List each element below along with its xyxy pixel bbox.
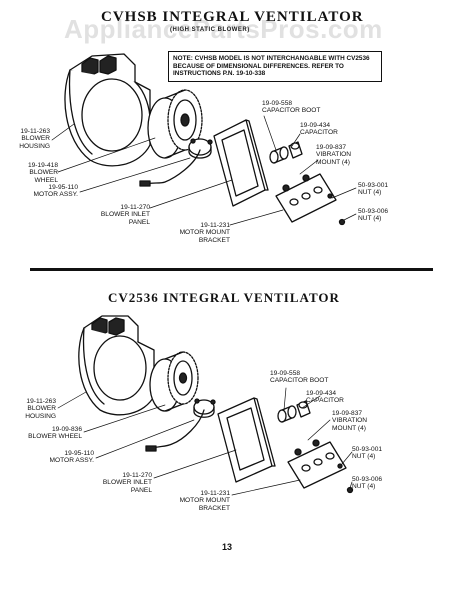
bottom-blower-housing-drawing (78, 315, 155, 416)
bottom-label-inlet-panel: 19-11-270 BLOWER INLET PANEL (102, 472, 152, 494)
bottom-label-vibration-mount: 19-09-837 VIBRATION MOUNT (4) (332, 410, 368, 432)
page-number: 13 (222, 542, 233, 552)
watermark: AppliancePartsPros.com (64, 14, 383, 44)
bottom-label-blower-wheel: 19-09-836 BLOWER WHEEL (28, 426, 82, 441)
top-inlet-panel-drawing (213, 119, 269, 207)
bottom-motor-bracket-drawing (287, 439, 354, 494)
top-label-capacitor-boot: 19-09-558 CAPACITOR BOOT (262, 100, 321, 115)
bottom-label-capacitor-boot: 19-09-558 CAPACITOR BOOT (270, 370, 329, 385)
bottom-label-blower-housing: 19-11-263 BLOWER HOUSING (25, 398, 56, 420)
top-diagram-subtitle: (HIGH STATIC BLOWER) (170, 27, 250, 33)
top-blower-wheel-drawing (147, 89, 203, 159)
top-label-motor-assy: 19-95-110 MOTOR ASSY. (33, 184, 78, 199)
bottom-label-nut-b: 50-93-006 NUT (4) (352, 476, 383, 491)
top-label-blower-housing: 19-11-263 BLOWER HOUSING (19, 128, 50, 150)
top-motor-bracket-drawing (275, 173, 346, 226)
top-label-capacitor: 19-09-434 CAPACITOR (300, 122, 338, 137)
bottom-inlet-panel-drawing (217, 397, 276, 483)
top-label-blower-wheel: 19-19-418 BLOWER WHEEL (27, 162, 58, 184)
bottom-motor-drawing (145, 398, 216, 452)
bottom-label-capacitor: 19-09-434 CAPACITOR (306, 390, 344, 405)
top-diagram-title: CVHSB INTEGRAL VENTILATOR (101, 9, 364, 25)
top-label-inlet-panel: 19-11-270 BLOWER INLET PANEL (100, 204, 150, 226)
bottom-blower-wheel-drawing (149, 351, 199, 412)
top-motor-drawing (139, 138, 213, 187)
section-divider (30, 268, 433, 271)
top-label-vibration-mount: 19-09-837 VIBRATION MOUNT (4) (316, 144, 352, 166)
top-label-nut-a: 50-93-001 NUT (4) (358, 182, 389, 197)
top-label-motor-bracket: 19-11-231 MOTOR MOUNT BRACKET (179, 222, 230, 244)
bottom-label-motor-bracket: 19-11-231 MOTOR MOUNT BRACKET (179, 490, 230, 512)
top-capacitor-drawing (269, 141, 303, 164)
top-note-box: NOTE: CVHSB MODEL IS NOT INTERCHANGABLE … (168, 51, 382, 82)
bottom-label-nut-a: 50-93-001 NUT (4) (352, 446, 383, 461)
top-blower-housing-drawing (64, 53, 151, 167)
bottom-diagram-title: CV2536 INTEGRAL VENTILATOR (108, 290, 340, 305)
top-label-nut-b: 50-93-006 NUT (4) (358, 208, 389, 223)
bottom-label-motor-assy: 19-95-110 MOTOR ASSY. (49, 450, 94, 465)
top-note-text: NOTE: CVHSB MODEL IS NOT INTERCHANGABLE … (173, 55, 370, 78)
